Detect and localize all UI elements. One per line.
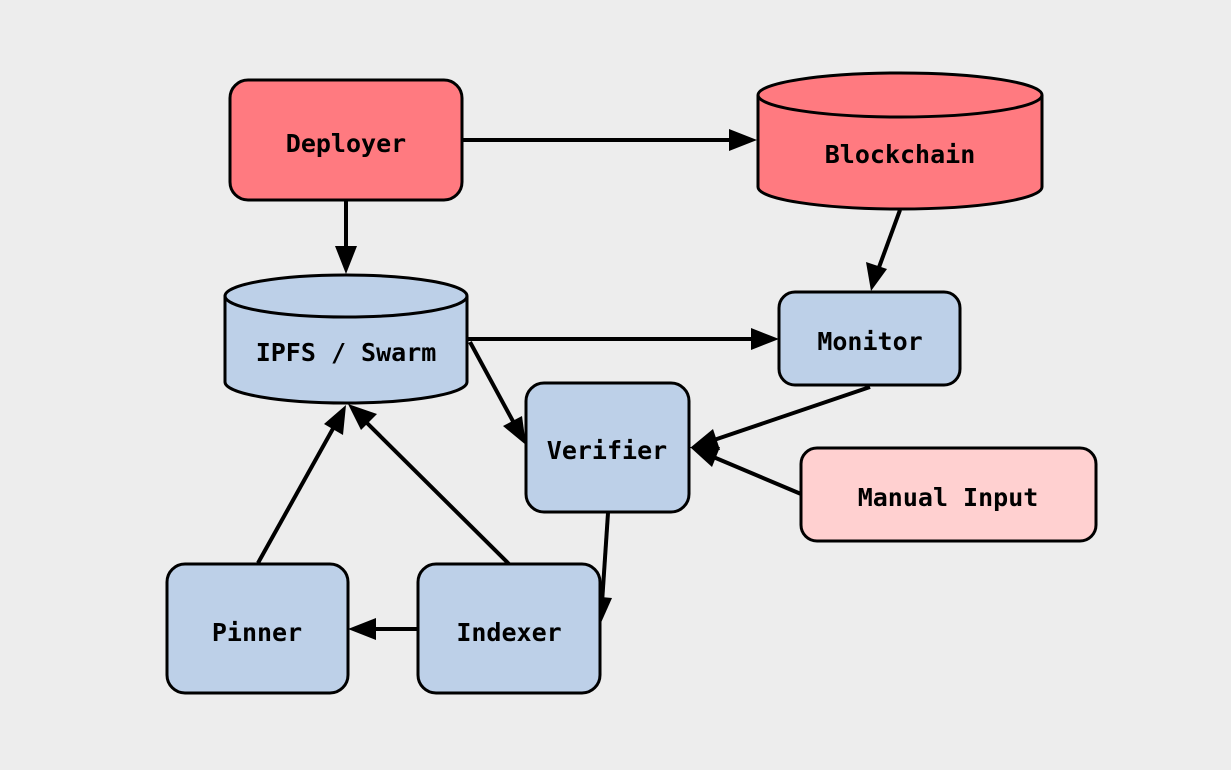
edge-manual-verifier xyxy=(710,454,802,496)
node-box xyxy=(524,381,691,514)
node-box xyxy=(799,446,1098,543)
node-box xyxy=(228,78,464,202)
node-label: Blockchain xyxy=(825,140,976,169)
node-label: Monitor xyxy=(817,327,922,356)
arrowhead xyxy=(690,447,720,467)
node-indexer[interactable]: Indexer xyxy=(416,562,602,695)
node-label: IPFS / Swarm xyxy=(256,338,437,367)
node-deployer[interactable]: Deployer xyxy=(228,78,464,202)
edge-indexer-ipfs xyxy=(362,418,511,566)
edge-ipfs-verifier xyxy=(468,341,517,426)
node-manual-input[interactable]: Manual Input xyxy=(799,446,1098,543)
node-ipfs-swarm[interactable]: IPFS / Swarm xyxy=(223,273,469,405)
node-label: Verifier xyxy=(547,436,667,465)
arrowhead xyxy=(866,262,887,291)
edges-layer xyxy=(256,129,902,640)
cylinder-body xyxy=(223,296,469,405)
node-label: Pinner xyxy=(212,618,302,647)
cylinder-body xyxy=(756,95,1044,211)
cylinder-top xyxy=(223,273,469,319)
arrowhead xyxy=(503,416,526,445)
edge-blockchain-monitor xyxy=(876,209,902,271)
edge-pinner-ipfs xyxy=(256,424,337,564)
arrowhead xyxy=(751,328,779,350)
edge-monitor-verifier xyxy=(710,385,871,443)
arrowhead xyxy=(324,405,346,435)
arrowhead xyxy=(348,404,377,430)
node-box xyxy=(777,290,962,387)
node-pinner[interactable]: Pinner xyxy=(165,562,350,695)
node-blockchain[interactable]: Blockchain xyxy=(756,71,1044,211)
arrowhead xyxy=(335,246,357,274)
node-label: Indexer xyxy=(456,618,561,647)
arrowhead xyxy=(729,129,757,151)
node-box xyxy=(165,562,350,695)
cylinder-top xyxy=(756,71,1044,119)
edge-verifier-indexer xyxy=(600,512,610,604)
node-verifier[interactable]: Verifier xyxy=(524,381,691,514)
node-monitor[interactable]: Monitor xyxy=(777,290,962,387)
arrowhead xyxy=(690,429,720,450)
nodes-layer: Deployer Blockchain IPFS / Swarm Monitor… xyxy=(165,71,1098,695)
node-box xyxy=(416,562,602,695)
node-label: Manual Input xyxy=(858,483,1039,512)
arrowhead xyxy=(348,618,376,640)
node-label: Deployer xyxy=(286,129,406,158)
